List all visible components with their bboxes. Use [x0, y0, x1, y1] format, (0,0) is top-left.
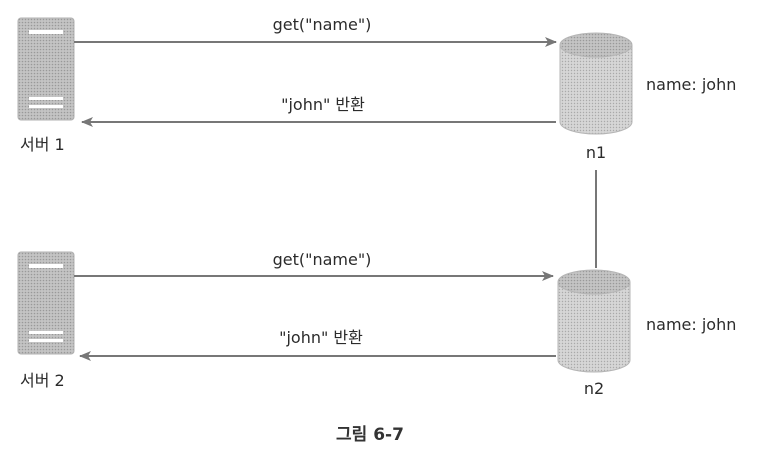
- node-n1-data: name: john: [646, 75, 736, 94]
- figure-caption: 그림 6-7: [336, 425, 404, 445]
- database-n1-icon: [559, 32, 633, 135]
- response-label-2: "john" 반환: [279, 328, 363, 347]
- database-n2-icon: [557, 269, 631, 373]
- node-n1-label: n1: [586, 143, 606, 162]
- response-label-1: "john" 반환: [281, 95, 365, 114]
- server-2-icon: [17, 251, 75, 355]
- node-n2-data: name: john: [646, 315, 736, 334]
- node-n2-label: n2: [584, 379, 604, 398]
- server-1-icon: [17, 17, 75, 121]
- request-label-1: get("name"): [273, 15, 372, 34]
- server-1-label: 서버 1: [20, 135, 65, 154]
- server-2-label: 서버 2: [20, 371, 65, 390]
- request-label-2: get("name"): [273, 250, 372, 269]
